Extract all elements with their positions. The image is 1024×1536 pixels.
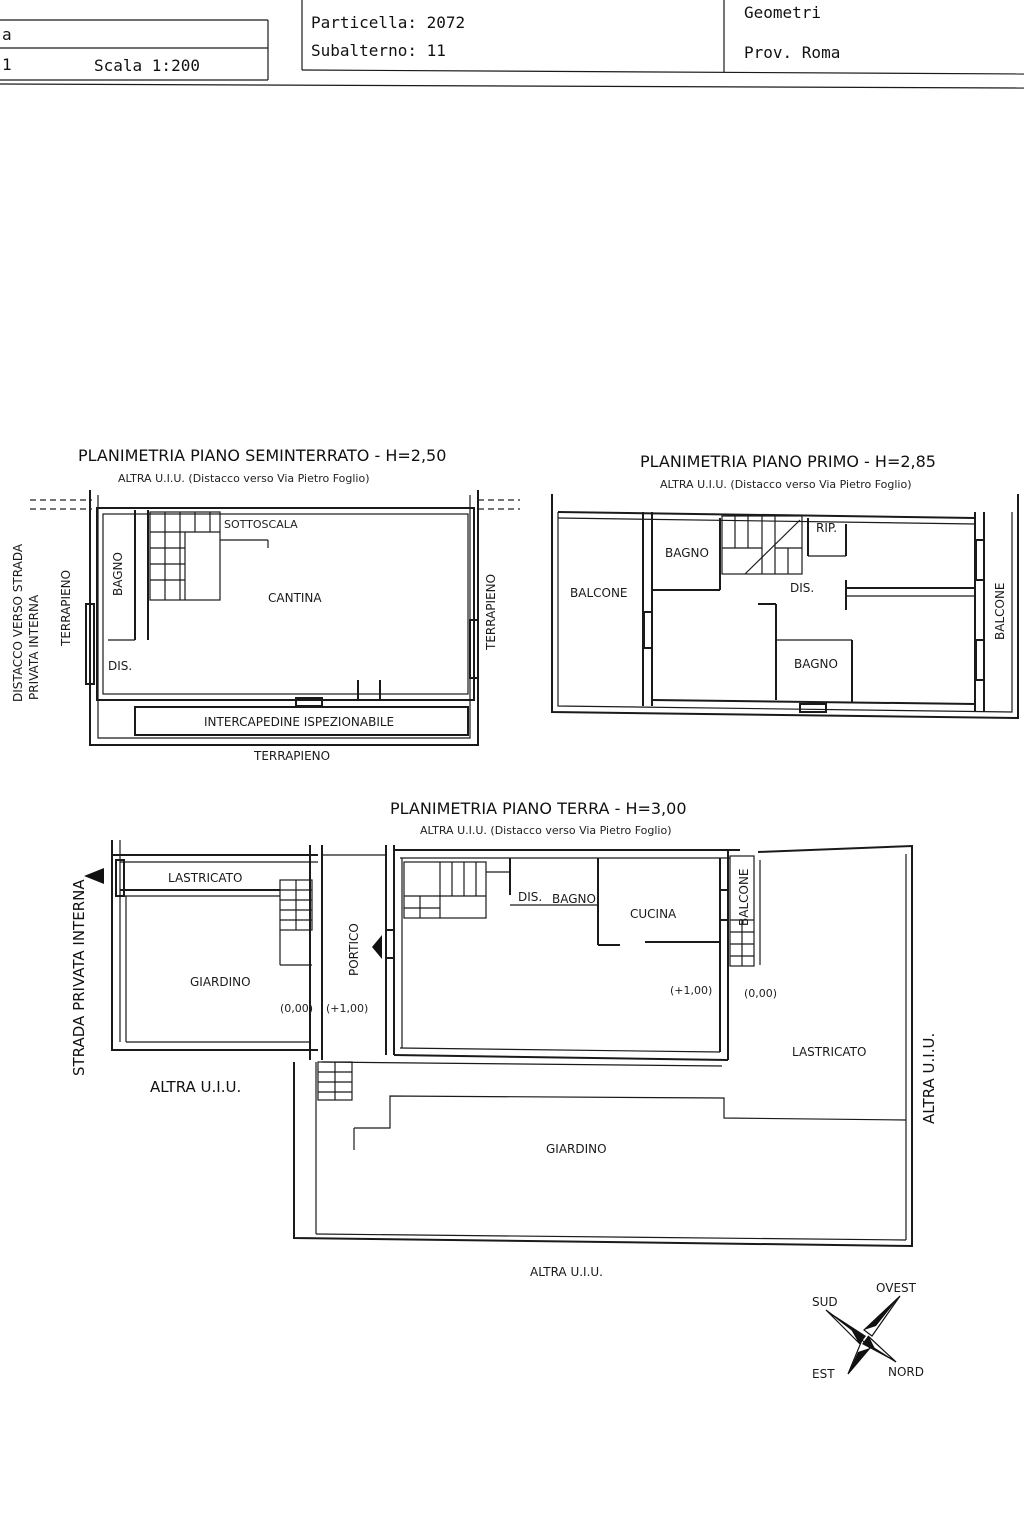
seminterrato-terrapieno-bottom: TERRAPIENO bbox=[253, 749, 330, 763]
terra-lastricato-top-label: LASTRICATO bbox=[168, 871, 242, 885]
header-left-row2: 1 bbox=[2, 55, 12, 74]
seminterrato-sottoscala-label: SOTTOSCALA bbox=[224, 518, 298, 531]
seminterrato-terrapieno-right: TERRAPIENO bbox=[484, 574, 498, 651]
terra-balcone-label: BALCONE bbox=[737, 868, 751, 926]
plan-terra: PLANIMETRIA PIANO TERRA - H=3,00 ALTRA U… bbox=[70, 799, 938, 1279]
terra-subtitle: ALTRA U.I.U. (Distacco verso Via Pietro … bbox=[420, 824, 672, 837]
terra-giardino-left-label: GIARDINO bbox=[190, 975, 251, 989]
primo-balcone-left-label: BALCONE bbox=[570, 586, 628, 600]
primo-balcone-right-label: BALCONE bbox=[993, 582, 1007, 640]
terra-level-1-left: (+1,00) bbox=[326, 1002, 368, 1015]
plan-primo: PLANIMETRIA PIANO PRIMO - H=2,85 ALTRA U… bbox=[551, 452, 1019, 720]
terra-title: PLANIMETRIA PIANO TERRA - H=3,00 bbox=[390, 799, 687, 818]
terra-level-0-left: (0,00) bbox=[280, 1002, 313, 1015]
terra-altra-right-label: ALTRA U.I.U. bbox=[920, 1033, 938, 1124]
compass-sud: SUD bbox=[812, 1295, 838, 1309]
entrance-arrow-icon bbox=[372, 935, 382, 959]
compass-ovest: OVEST bbox=[876, 1281, 917, 1295]
terra-strada-label: STRADA PRIVATA INTERNA bbox=[70, 879, 88, 1076]
terra-altra-bottom-label: ALTRA U.I.U. bbox=[530, 1265, 603, 1279]
compass-nord: NORD bbox=[888, 1365, 924, 1379]
terra-lastricato-right-label: LASTRICATO bbox=[792, 1045, 866, 1059]
header-right-row2: Prov. Roma bbox=[744, 43, 840, 62]
compass-est: EST bbox=[812, 1367, 835, 1381]
header-scale: Scala 1:200 bbox=[94, 56, 200, 75]
entrance-arrow-icon bbox=[84, 868, 104, 884]
header-subalterno: Subalterno: 11 bbox=[311, 41, 446, 60]
terra-portico-label: PORTICO bbox=[347, 923, 361, 976]
terra-level-1-right: (+1,00) bbox=[670, 984, 712, 997]
primo-subtitle: ALTRA U.I.U. (Distacco verso Via Pietro … bbox=[660, 478, 912, 491]
header-block: a 1 Scala 1:200 Particella: 2072 Subalte… bbox=[0, 0, 1024, 89]
primo-rip-label: RIP. bbox=[816, 521, 837, 535]
seminterrato-subtitle: ALTRA U.I.U. (Distacco verso Via Pietro … bbox=[118, 472, 370, 485]
primo-title: PLANIMETRIA PIANO PRIMO - H=2,85 bbox=[640, 452, 936, 471]
seminterrato-cantina-label: CANTINA bbox=[268, 591, 322, 605]
header-left-row1: a bbox=[2, 25, 12, 44]
terra-dis-label: DIS. bbox=[518, 890, 542, 904]
primo-bagno-top-label: BAGNO bbox=[665, 546, 709, 560]
plan-seminterrato: PLANIMETRIA PIANO SEMINTERRATO - H=2,50 … bbox=[11, 446, 520, 763]
terra-altra-left-label: ALTRA U.I.U. bbox=[150, 1078, 241, 1096]
header-particella: Particella: 2072 bbox=[311, 13, 465, 32]
primo-bagno-bottom-label: BAGNO bbox=[794, 657, 838, 671]
header-right-row1: Geometri bbox=[744, 3, 821, 22]
terra-cucina-label: CUCINA bbox=[630, 907, 677, 921]
seminterrato-dis-label: DIS. bbox=[108, 659, 132, 673]
seminterrato-distacco-line2: PRIVATA INTERNA bbox=[27, 594, 41, 700]
seminterrato-intercapedine-label: INTERCAPEDINE ISPEZIONABILE bbox=[204, 715, 394, 729]
seminterrato-bagno-label: BAGNO bbox=[111, 552, 125, 596]
seminterrato-title: PLANIMETRIA PIANO SEMINTERRATO - H=2,50 bbox=[78, 446, 446, 465]
seminterrato-distacco-line1: DISTACCO VERSO STRADA bbox=[11, 543, 25, 702]
compass-rose-icon: SUD OVEST EST NORD bbox=[812, 1281, 924, 1381]
terra-bagno-label: BAGNO bbox=[552, 892, 596, 906]
terra-level-0-right: (0,00) bbox=[744, 987, 777, 1000]
seminterrato-terrapieno-left: TERRAPIENO bbox=[59, 570, 73, 647]
terra-giardino-bottom-label: GIARDINO bbox=[546, 1142, 607, 1156]
primo-dis-label: DIS. bbox=[790, 581, 814, 595]
